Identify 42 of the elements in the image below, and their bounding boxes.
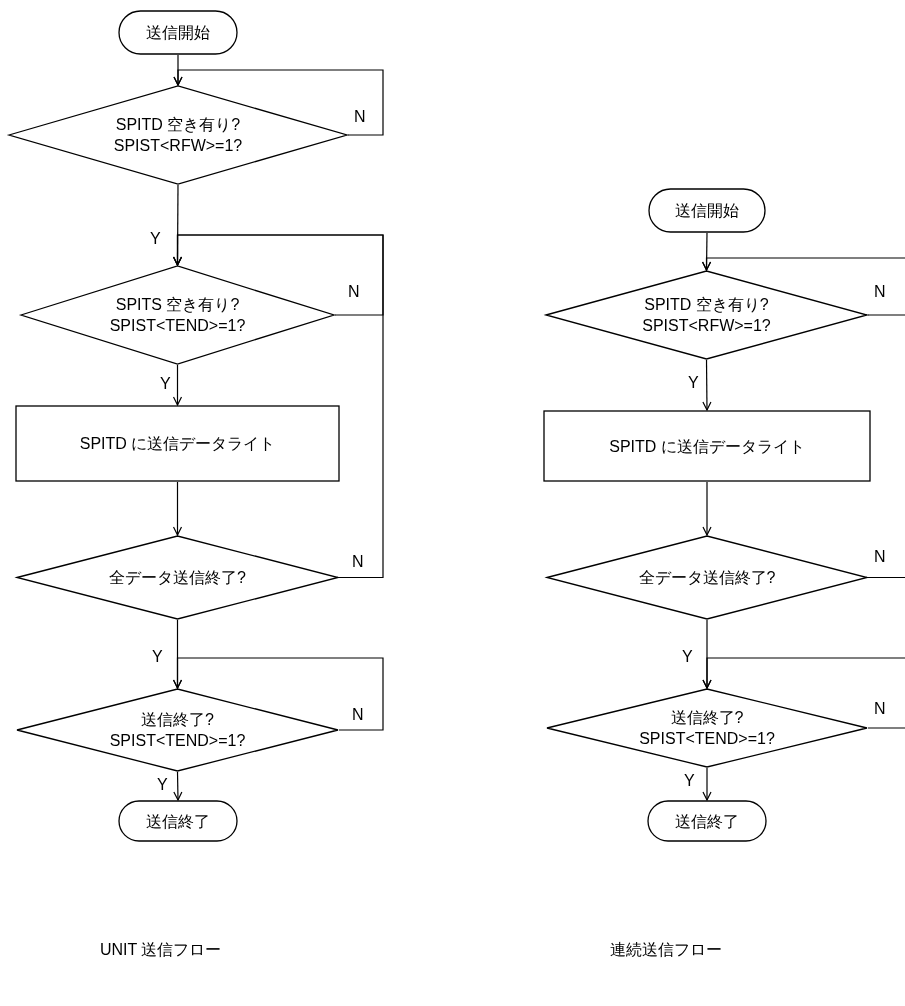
arrow bbox=[172, 481, 183, 536]
flow-caption: 連続送信フロー bbox=[610, 940, 722, 960]
start-terminal bbox=[118, 10, 238, 55]
arrow bbox=[702, 767, 712, 801]
start-terminal bbox=[648, 188, 766, 233]
end-terminal bbox=[118, 800, 238, 842]
arrow bbox=[173, 771, 183, 801]
decision-diamond bbox=[546, 535, 868, 620]
node-label: 送信終了 bbox=[674, 811, 740, 832]
node-label: SPITD 空き有り? SPIST<RFW>=1? bbox=[112, 115, 244, 156]
decision-diamond bbox=[546, 688, 868, 768]
node-label: 送信開始 bbox=[145, 23, 211, 43]
node-label: 送信終了? SPIST<TEND>=1? bbox=[108, 710, 247, 751]
node-label: 全データ送信終了? bbox=[637, 568, 777, 588]
arrow bbox=[173, 69, 384, 136]
flow-caption: UNIT 送信フロー bbox=[100, 940, 222, 960]
node-label: 送信開始 bbox=[674, 201, 740, 221]
end-terminal bbox=[647, 800, 767, 842]
node-label: SPITD に送信データライト bbox=[608, 436, 806, 457]
decision-diamond bbox=[16, 688, 339, 772]
arrow bbox=[702, 657, 905, 689]
decision-diamond bbox=[20, 265, 335, 365]
connector-line bbox=[867, 576, 905, 579]
arrow bbox=[172, 364, 183, 406]
node-label: SPITD 空き有り? SPIST<RFW>=1? bbox=[641, 295, 772, 336]
node-label: 送信終了 bbox=[145, 811, 211, 832]
arrow bbox=[172, 657, 384, 731]
arrow bbox=[702, 481, 712, 536]
decision-diamond bbox=[8, 85, 348, 185]
connector-line bbox=[867, 727, 905, 729]
node-label: 送信終了? SPIST<TEND>=1? bbox=[638, 708, 776, 749]
connector-line bbox=[867, 314, 905, 316]
node-label: SPITS 空き有り? SPIST<TEND>=1? bbox=[108, 295, 247, 336]
arrow bbox=[701, 257, 905, 271]
arrow bbox=[702, 359, 712, 411]
process-box bbox=[15, 405, 340, 482]
arrow bbox=[172, 234, 384, 579]
node-label: 全データ送信終了? bbox=[108, 568, 247, 588]
decision-diamond bbox=[16, 535, 339, 620]
process-box bbox=[543, 410, 871, 482]
decision-diamond bbox=[545, 270, 868, 360]
node-label: SPITD に送信データライト bbox=[78, 434, 277, 454]
